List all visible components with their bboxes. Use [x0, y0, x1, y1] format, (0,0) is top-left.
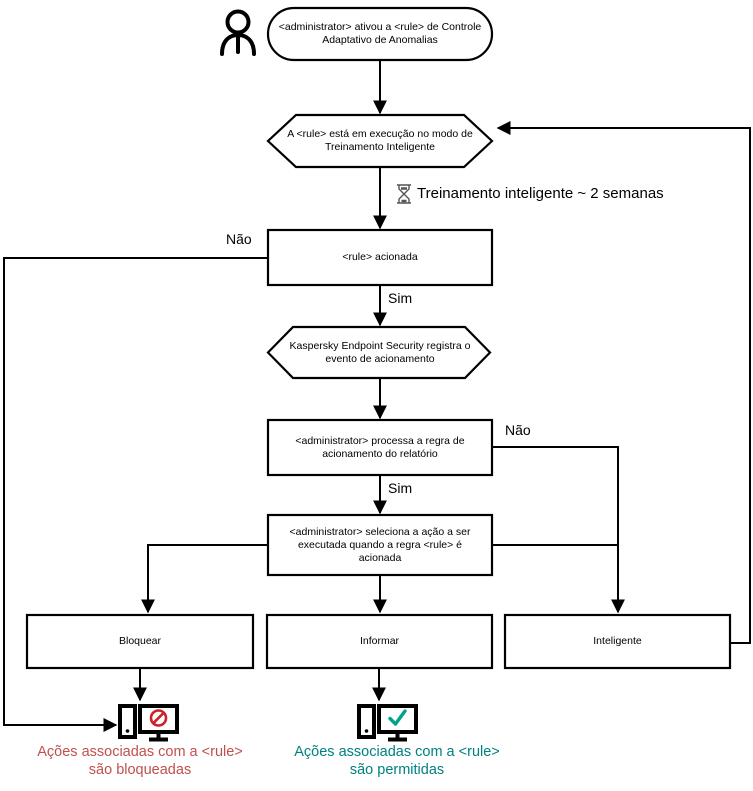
hourglass-icon: [397, 184, 411, 204]
node-action-inform-shape: [265, 613, 494, 670]
edge-smart-loopback: [496, 121, 751, 644]
edge-select-to-block: [141, 544, 268, 614]
edge-label-rule-triggered-no: Não: [226, 231, 252, 247]
person-icon: [220, 9, 256, 56]
edge-label-admin-processes-no: Não: [505, 422, 531, 438]
edge-admin-no: [492, 446, 625, 614]
node-action-smart-shape: [503, 613, 732, 670]
outcome-allowed-caption: Ações associadas com a <rule> são permit…: [294, 744, 500, 778]
node-admin-selects-shape: [266, 513, 494, 577]
edge-label-admin-processes-yes: Sim: [388, 480, 413, 496]
node-kes-logs-shape: [266, 325, 492, 380]
outcome-blocked-caption: Ações associadas com a <rule> são bloque…: [37, 744, 243, 778]
node-training-mode-shape: [266, 113, 494, 169]
node-rule-triggered-shape: [266, 228, 494, 287]
node-admin-processes-shape: [266, 418, 494, 477]
monitor-allowed-icon: [357, 704, 418, 742]
node-action-block-shape: [25, 613, 255, 670]
node-start-shape: [266, 6, 494, 62]
edge-label-rule-triggered-yes: Sim: [388, 290, 413, 306]
note-training-duration: Treinamento inteligente ~ 2 semanas: [417, 185, 664, 202]
edge-rule-no-left: [3, 257, 268, 732]
monitor-blocked-icon: [118, 704, 179, 742]
